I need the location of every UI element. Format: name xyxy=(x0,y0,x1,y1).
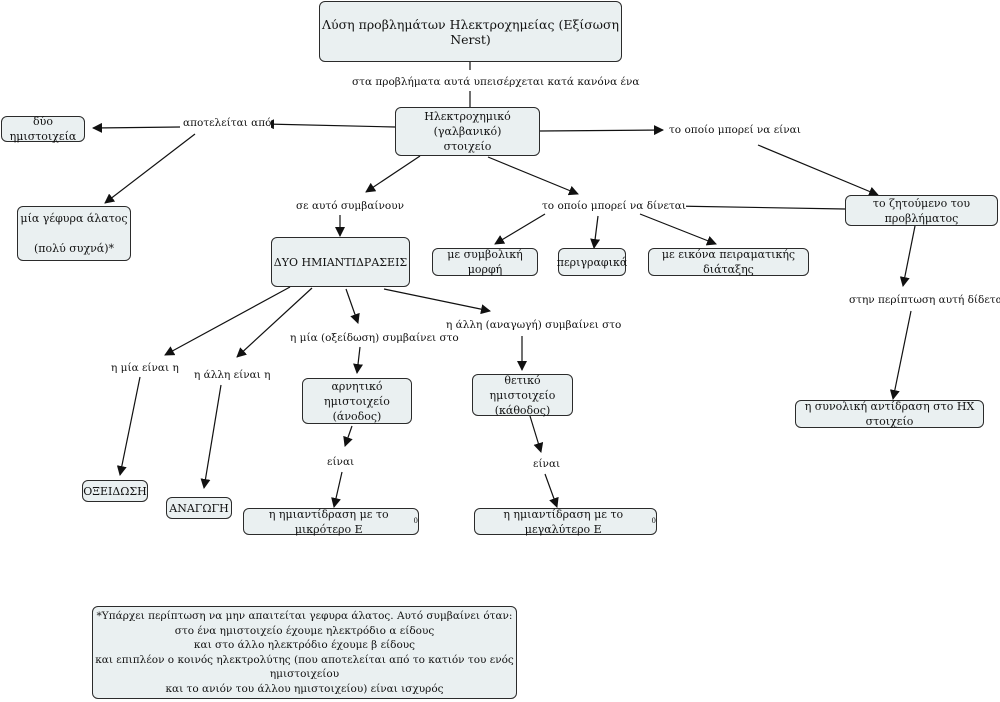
two-half-reactions-node: ΔΥΟ ΗΜΙΑΝΤΙΔΡΑΣΕΙΣ xyxy=(271,237,410,287)
link-label-one-is: η μία είναι η xyxy=(111,361,179,375)
title-node: Λύση προβλημάτων Ηλεκτροχημείας (Εξίσωση… xyxy=(319,1,622,62)
link-label-other-is: η άλλη είναι η xyxy=(194,368,271,382)
reduction-node: ΑΝΑΓΩΓΗ xyxy=(166,497,232,519)
link-label-can-be: το οποίο μπορεί να είναι xyxy=(669,123,801,137)
link-label-enters: στα προβλήματα αυτά υπεισέρχεται κατά κα… xyxy=(352,75,640,89)
descriptive-node: περιγραφικά xyxy=(557,248,627,276)
symbolic-form-node: με συμβολική μορφή xyxy=(432,248,538,276)
link-label-case-given: στην περίπτωση αυτή δίδεται xyxy=(849,293,1000,307)
link-label-one-oxidation: η μία (οξείδωση) συμβαίνει στο xyxy=(290,331,459,345)
link-label-is-positive: είναι xyxy=(533,457,561,471)
link-label-other-reduction: η άλλη (αναγωγή) συμβαίνει στο xyxy=(446,318,622,332)
experimental-image-node: με εικόνα πειραματικής διάταξης xyxy=(648,248,809,276)
footnote-node: *Υπάρχει περίπτωση να μην απαιτείται γεφ… xyxy=(92,606,517,699)
larger-e-node: η ημιαντίδραση με το μεγαλύτερο Ε 0 xyxy=(474,507,657,536)
electrochemical-cell-node: Ηλεκτροχημικό (γαλβανικό) στοιχείο xyxy=(395,107,540,156)
smaller-e-superscript: 0 xyxy=(413,517,418,525)
smaller-e-text: η ημιαντίδραση με το μικρότερο Ε xyxy=(268,507,389,536)
problem-unknown-node: το ζητούμενο του προβλήματος xyxy=(845,195,998,226)
larger-e-text: η ημιαντίδραση με το μεγαλύτερο Ε xyxy=(503,507,624,536)
smaller-e-node: η ημιαντίδραση με το μικρότερο Ε 0 xyxy=(243,507,419,536)
link-label-consists: αποτελείται από xyxy=(183,116,272,130)
positive-half-cell-node: θετικό ημιστοιχείο (κάθοδος) xyxy=(472,374,573,417)
larger-e-superscript: 0 xyxy=(651,517,656,525)
two-half-cells-node: δύο ημιστοιχεία xyxy=(1,115,85,143)
link-label-happen: σε αυτό συμβαίνουν xyxy=(296,199,405,213)
overall-reaction-node: η συνολική αντίδραση στο ΗΧ στοιχείο xyxy=(795,400,984,428)
salt-bridge-node: μία γέφυρα άλατος (πολύ συχνά)* xyxy=(17,206,131,261)
link-label-given: το οποίο μπορεί να δίνεται xyxy=(542,199,686,213)
oxidation-node: ΟΞΕΙΔΩΣΗ xyxy=(82,480,148,502)
link-label-is-negative: είναι xyxy=(327,455,355,469)
negative-half-cell-node: αρνητικό ημιστοιχείο (άνοδος) xyxy=(302,378,412,424)
